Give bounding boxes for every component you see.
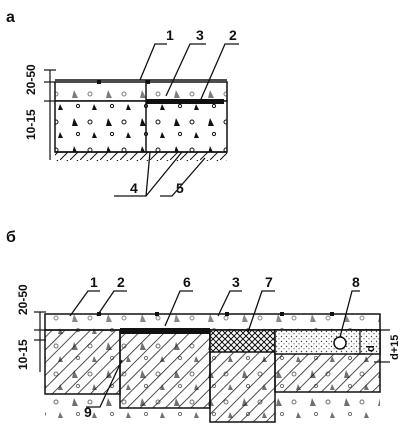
- callouts-a: 1 3 2 4 5: [114, 27, 239, 197]
- callouts-b: 1 2 6 3 7 8 9: [69, 274, 360, 420]
- callout-8-b: 8: [352, 274, 360, 290]
- seal-strip-a: [146, 99, 224, 104]
- dim-d15-label: d+15: [389, 335, 401, 360]
- dimension-lines-b: [34, 311, 46, 372]
- callout-6-b: 6: [183, 274, 191, 290]
- callout-7-b: 7: [265, 274, 273, 290]
- callout-3-b: 3: [232, 274, 240, 290]
- callout-3-a: 3: [196, 27, 204, 43]
- callout-1-b: 1: [90, 274, 98, 290]
- dim-d-label: d: [365, 345, 377, 352]
- dim-top-a: 20-50: [24, 64, 38, 95]
- panel-label-a: а: [6, 9, 15, 26]
- dim-top-b: 20-50: [16, 284, 30, 315]
- pipe-b: [333, 336, 347, 350]
- callout-2-b: 2: [117, 274, 125, 290]
- callout-5-a: 5: [176, 180, 184, 196]
- callout-9-b: 9: [84, 404, 92, 420]
- panel-label-b: б: [6, 229, 16, 246]
- figure-a: а 20-50 10-15 1 3: [6, 9, 239, 197]
- dimension-d-b: [354, 329, 390, 363]
- figure-b: б 20-50 10-15: [6, 229, 401, 423]
- dim-bottom-a: 10-15: [24, 109, 38, 140]
- callout-2-a: 2: [229, 27, 237, 43]
- callout-1-a: 1: [166, 27, 174, 43]
- dimension-lines-a: [44, 69, 56, 160]
- dim-bottom-b: 10-15: [16, 339, 30, 370]
- ground-a: [55, 152, 227, 161]
- callout-4-a: 4: [130, 180, 138, 196]
- seal-strip-b: [120, 328, 210, 334]
